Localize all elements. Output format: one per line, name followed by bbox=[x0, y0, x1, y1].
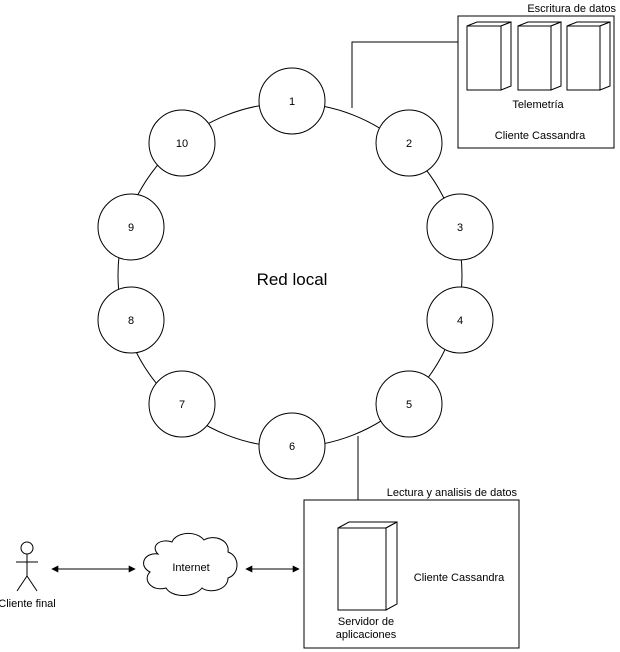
read-box-title: Lectura y analisis de datos bbox=[387, 487, 518, 499]
telemetry-server-icon bbox=[517, 21, 562, 91]
node-8[interactable]: 8 bbox=[97, 286, 165, 354]
write-box[interactable]: Escritura de datos Telemetría Cliente Ca… bbox=[457, 3, 616, 149]
node-9-label: 9 bbox=[128, 222, 134, 234]
node-5[interactable]: 5 bbox=[375, 370, 443, 438]
application-server-icon bbox=[337, 521, 398, 611]
app-server-label-line1: Servidor de bbox=[338, 616, 394, 628]
node-10-label: 10 bbox=[176, 138, 188, 150]
cloud-icon bbox=[143, 533, 238, 596]
node-2-label: 2 bbox=[406, 138, 412, 150]
node-3[interactable]: 3 bbox=[426, 193, 494, 261]
telemetry-server-icon bbox=[466, 21, 512, 91]
node-4[interactable]: 4 bbox=[426, 286, 494, 354]
node-5-label: 5 bbox=[406, 399, 412, 411]
node-7[interactable]: 7 bbox=[148, 370, 216, 438]
internet-cloud[interactable]: Internet bbox=[143, 533, 238, 596]
telemetry-server-icon bbox=[566, 21, 611, 91]
node-6-label: 6 bbox=[289, 441, 295, 453]
network-label: Red local bbox=[257, 270, 328, 289]
write-connector bbox=[351, 41, 458, 108]
node-9[interactable]: 9 bbox=[97, 193, 165, 261]
telemetry-label: Telemetría bbox=[512, 99, 564, 111]
node-7-label: 7 bbox=[179, 399, 185, 411]
node-8-label: 8 bbox=[128, 315, 134, 327]
local-network-ring: Red local 1 2 3 4 5 6 7 bbox=[97, 67, 494, 480]
write-box-title: Escritura de datos bbox=[527, 3, 616, 15]
node-6[interactable]: 6 bbox=[258, 412, 326, 480]
node-1-label: 1 bbox=[289, 96, 295, 108]
read-box[interactable]: Lectura y analisis de datos Servidor de … bbox=[303, 487, 520, 649]
node-4-label: 4 bbox=[457, 315, 463, 327]
read-client-label: Cliente Cassandra bbox=[414, 572, 505, 584]
node-3-label: 3 bbox=[457, 222, 463, 234]
node-1[interactable]: 1 bbox=[258, 67, 326, 135]
node-10[interactable]: 10 bbox=[148, 109, 216, 177]
person-icon bbox=[16, 541, 38, 592]
node-2[interactable]: 2 bbox=[375, 109, 443, 177]
internet-label: Internet bbox=[172, 562, 209, 574]
end-client-label: Cliente final bbox=[0, 598, 56, 610]
app-server-label-line2: aplicaciones bbox=[336, 629, 397, 641]
write-client-label: Cliente Cassandra bbox=[495, 130, 586, 142]
end-client-actor[interactable]: Cliente final bbox=[0, 541, 56, 610]
